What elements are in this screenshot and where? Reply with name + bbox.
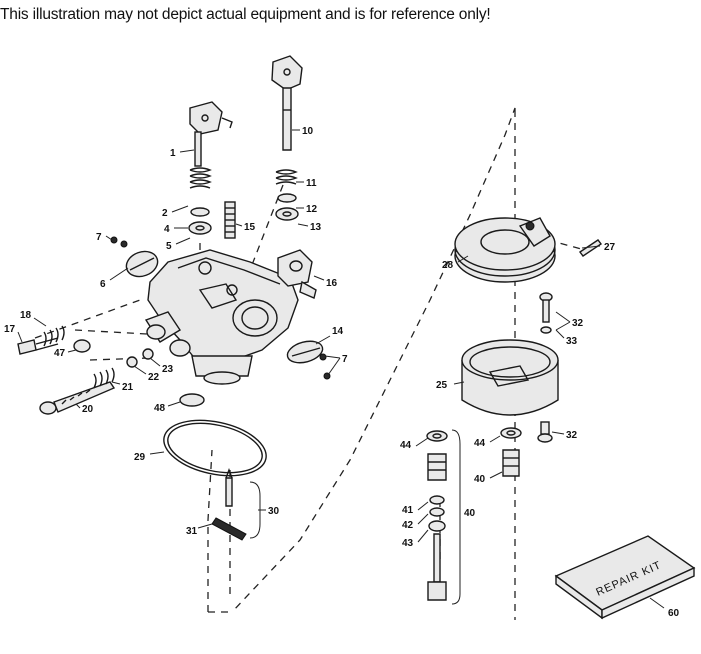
- callout-42: 42: [402, 520, 414, 531]
- callout-6: 6: [100, 279, 106, 290]
- part-47-welch-plug: [73, 339, 91, 353]
- callout-32-upper: 32: [572, 318, 584, 329]
- springs-and-seals: [188, 167, 299, 235]
- callout-40-right: 40: [474, 474, 486, 485]
- callout-30: 30: [268, 506, 280, 517]
- part-1-throttle-shaft: [189, 101, 233, 167]
- callout-32-lower: 32: [566, 430, 578, 441]
- callout-27: 27: [604, 242, 616, 253]
- callout-21: 21: [122, 382, 134, 393]
- callout-15: 15: [244, 222, 256, 233]
- leader-lines: [17, 129, 601, 543]
- parts-40-44-main-jet-left: [426, 429, 461, 605]
- part-29-bowl-gasket: [163, 419, 267, 477]
- parts-30-31-needle-valve: [211, 468, 261, 541]
- callout-23: 23: [162, 364, 174, 375]
- callout-7-upper: 7: [96, 232, 102, 243]
- callout-41: 41: [402, 505, 414, 516]
- part-10-choke-shaft: [271, 55, 303, 151]
- callout-2: 2: [162, 208, 168, 219]
- callout-16: 16: [326, 278, 338, 289]
- part-25-float-bowl: [461, 339, 559, 416]
- callout-33: 33: [566, 336, 578, 347]
- disclaimer-text: This illustration may not depict actual …: [0, 6, 491, 23]
- part-15-screw: [224, 201, 236, 239]
- callout-4: 4: [164, 224, 170, 235]
- callout-14: 14: [332, 326, 344, 337]
- dashed-guide-lines: [34, 107, 586, 620]
- callout-44-left: 44: [400, 440, 412, 451]
- part-6-throttle-plate: [110, 236, 159, 278]
- callout-48: 48: [154, 403, 166, 414]
- callout-5: 5: [166, 241, 172, 252]
- part-16-primer: [277, 249, 317, 299]
- callout-7-lower: 7: [342, 354, 348, 365]
- callout-13: 13: [310, 222, 322, 233]
- part-28-float: [454, 217, 556, 283]
- part-60-repair-kit: REPAIR KIT: [554, 535, 696, 620]
- parts-40-44-main-jet-right: [500, 427, 522, 477]
- callout-47: 47: [54, 348, 66, 359]
- callout-labels: 1 2 4 5 6 7 10 11 12 13 15 16 14 7 18 17…: [4, 126, 680, 619]
- callout-1: 1: [170, 148, 176, 159]
- callout-12: 12: [306, 204, 318, 215]
- callout-11: 11: [306, 178, 317, 189]
- callout-44-right: 44: [474, 438, 486, 449]
- callout-60: 60: [668, 608, 680, 619]
- part-27-float-pin: [578, 239, 603, 257]
- callout-18: 18: [20, 310, 32, 321]
- callout-31: 31: [186, 526, 198, 537]
- callout-22: 22: [148, 372, 160, 383]
- part-32-right-screw: [537, 421, 553, 443]
- callout-43: 43: [402, 538, 414, 549]
- callout-29: 29: [134, 452, 146, 463]
- parts-20-23-main-adjust-screw: [39, 348, 154, 415]
- callout-28: 28: [442, 260, 454, 271]
- callout-10: 10: [302, 126, 314, 137]
- callout-25: 25: [436, 380, 448, 391]
- callout-40-left: 40: [464, 508, 476, 519]
- part-48-plug: [179, 393, 205, 407]
- callout-20: 20: [82, 404, 94, 415]
- carburetor-body: [144, 249, 299, 385]
- callout-17: 17: [4, 324, 16, 335]
- parts-17-18-idle-mixture-screw: [17, 325, 65, 355]
- part-14-choke-plate: [286, 340, 331, 380]
- parts-32-33-bowl-screw: [539, 292, 571, 334]
